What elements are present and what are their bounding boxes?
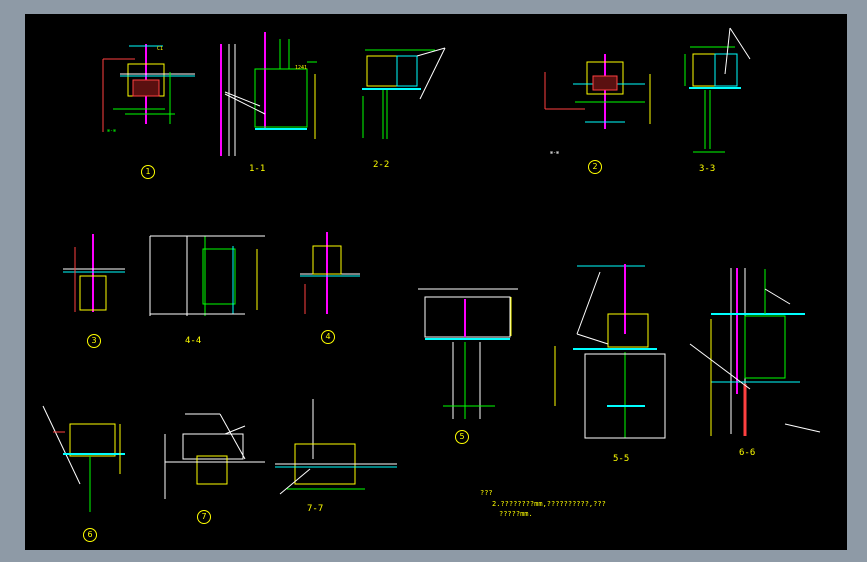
svg-text:⊗-⊗: ⊗-⊗ (550, 150, 559, 156)
section-5-5-drawing (554, 264, 666, 439)
detail-2-drawing: ⊗-⊗ (544, 54, 651, 156)
section-6-6-title: 6-6 (739, 448, 756, 458)
steel-connection-details-drawing: C1 ⊗-⊗ 1241 (42, 27, 821, 512)
section-2-2-drawing (362, 47, 446, 139)
detail-3-drawing (63, 234, 125, 312)
section-7-7-drawing (275, 399, 397, 495)
detail-3-marker: 3 (87, 334, 101, 348)
section-3-3-drawing (684, 27, 751, 153)
detail-2-marker: 2 (588, 160, 602, 174)
notes-line-2: 2.????????mm,??????????,??? (492, 500, 606, 508)
section-4-4-title: 4-4 (185, 336, 202, 346)
notes-heading: ??? (480, 489, 493, 497)
detail-7-drawing (164, 413, 265, 499)
notes-line-3: ?????mm. (499, 510, 533, 518)
detail-1-drawing: C1 ⊗-⊗ (102, 44, 195, 134)
detail-5-marker: 5 (455, 430, 469, 444)
detail-1-marker: 1 (141, 165, 155, 179)
detail-5-drawing (418, 288, 518, 419)
detail-4-marker: 4 (321, 330, 335, 344)
detail-6-drawing (42, 405, 125, 512)
detail-6-marker: 6 (83, 528, 97, 542)
section-2-2-title: 2-2 (373, 160, 390, 170)
section-1-1-title: 1-1 (249, 164, 266, 174)
section-5-5-title: 5-5 (613, 454, 630, 464)
detail-4-drawing (300, 232, 360, 314)
section-4-4-drawing (149, 235, 265, 316)
svg-text:C1: C1 (157, 46, 163, 52)
section-7-7-title: 7-7 (307, 504, 324, 514)
svg-text:⊗-⊗: ⊗-⊗ (107, 128, 116, 134)
svg-text:1241: 1241 (295, 65, 307, 71)
section-6-6-drawing (689, 268, 821, 436)
cad-drawing-viewport[interactable]: C1 ⊗-⊗ 1241 (25, 14, 847, 550)
detail-7-marker: 7 (197, 510, 211, 524)
section-3-3-title: 3-3 (699, 164, 716, 174)
section-1-1-drawing: 1241 (220, 32, 317, 156)
